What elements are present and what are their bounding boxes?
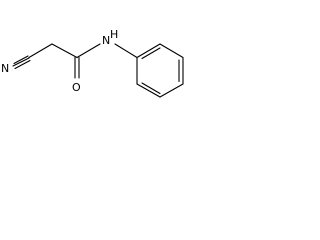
- nitrile-to-ch2-bond: [28, 43, 53, 59]
- nitrile-nitrogen-label: N: [1, 62, 9, 75]
- nitrile-triple-bond-1: [13, 55, 29, 65]
- chemical-structure: N O N H: [1, 28, 184, 98]
- nitrile-triple-bond-3: [14, 59, 31, 70]
- carbonyl-oxygen-label: O: [72, 81, 81, 94]
- phenyl-bond-4: [159, 83, 184, 98]
- carbonyl-to-nh-bond: [76, 43, 101, 59]
- phenyl-bond-5: [136, 83, 161, 98]
- amide-nitrogen-label: N: [102, 34, 110, 47]
- phenyl-inner-bond-3: [141, 82, 161, 95]
- amide-hydrogen-label: H: [110, 28, 118, 41]
- nitrile-triple-bond-2: [12, 57, 30, 67]
- nh-to-phenyl-bond: [114, 43, 138, 59]
- phenyl-bond-2: [159, 43, 184, 59]
- phenyl-inner-bond-1: [141, 47, 161, 60]
- ch2-to-carbonyl-bond: [51, 43, 78, 59]
- phenyl-bond-1: [136, 43, 161, 59]
